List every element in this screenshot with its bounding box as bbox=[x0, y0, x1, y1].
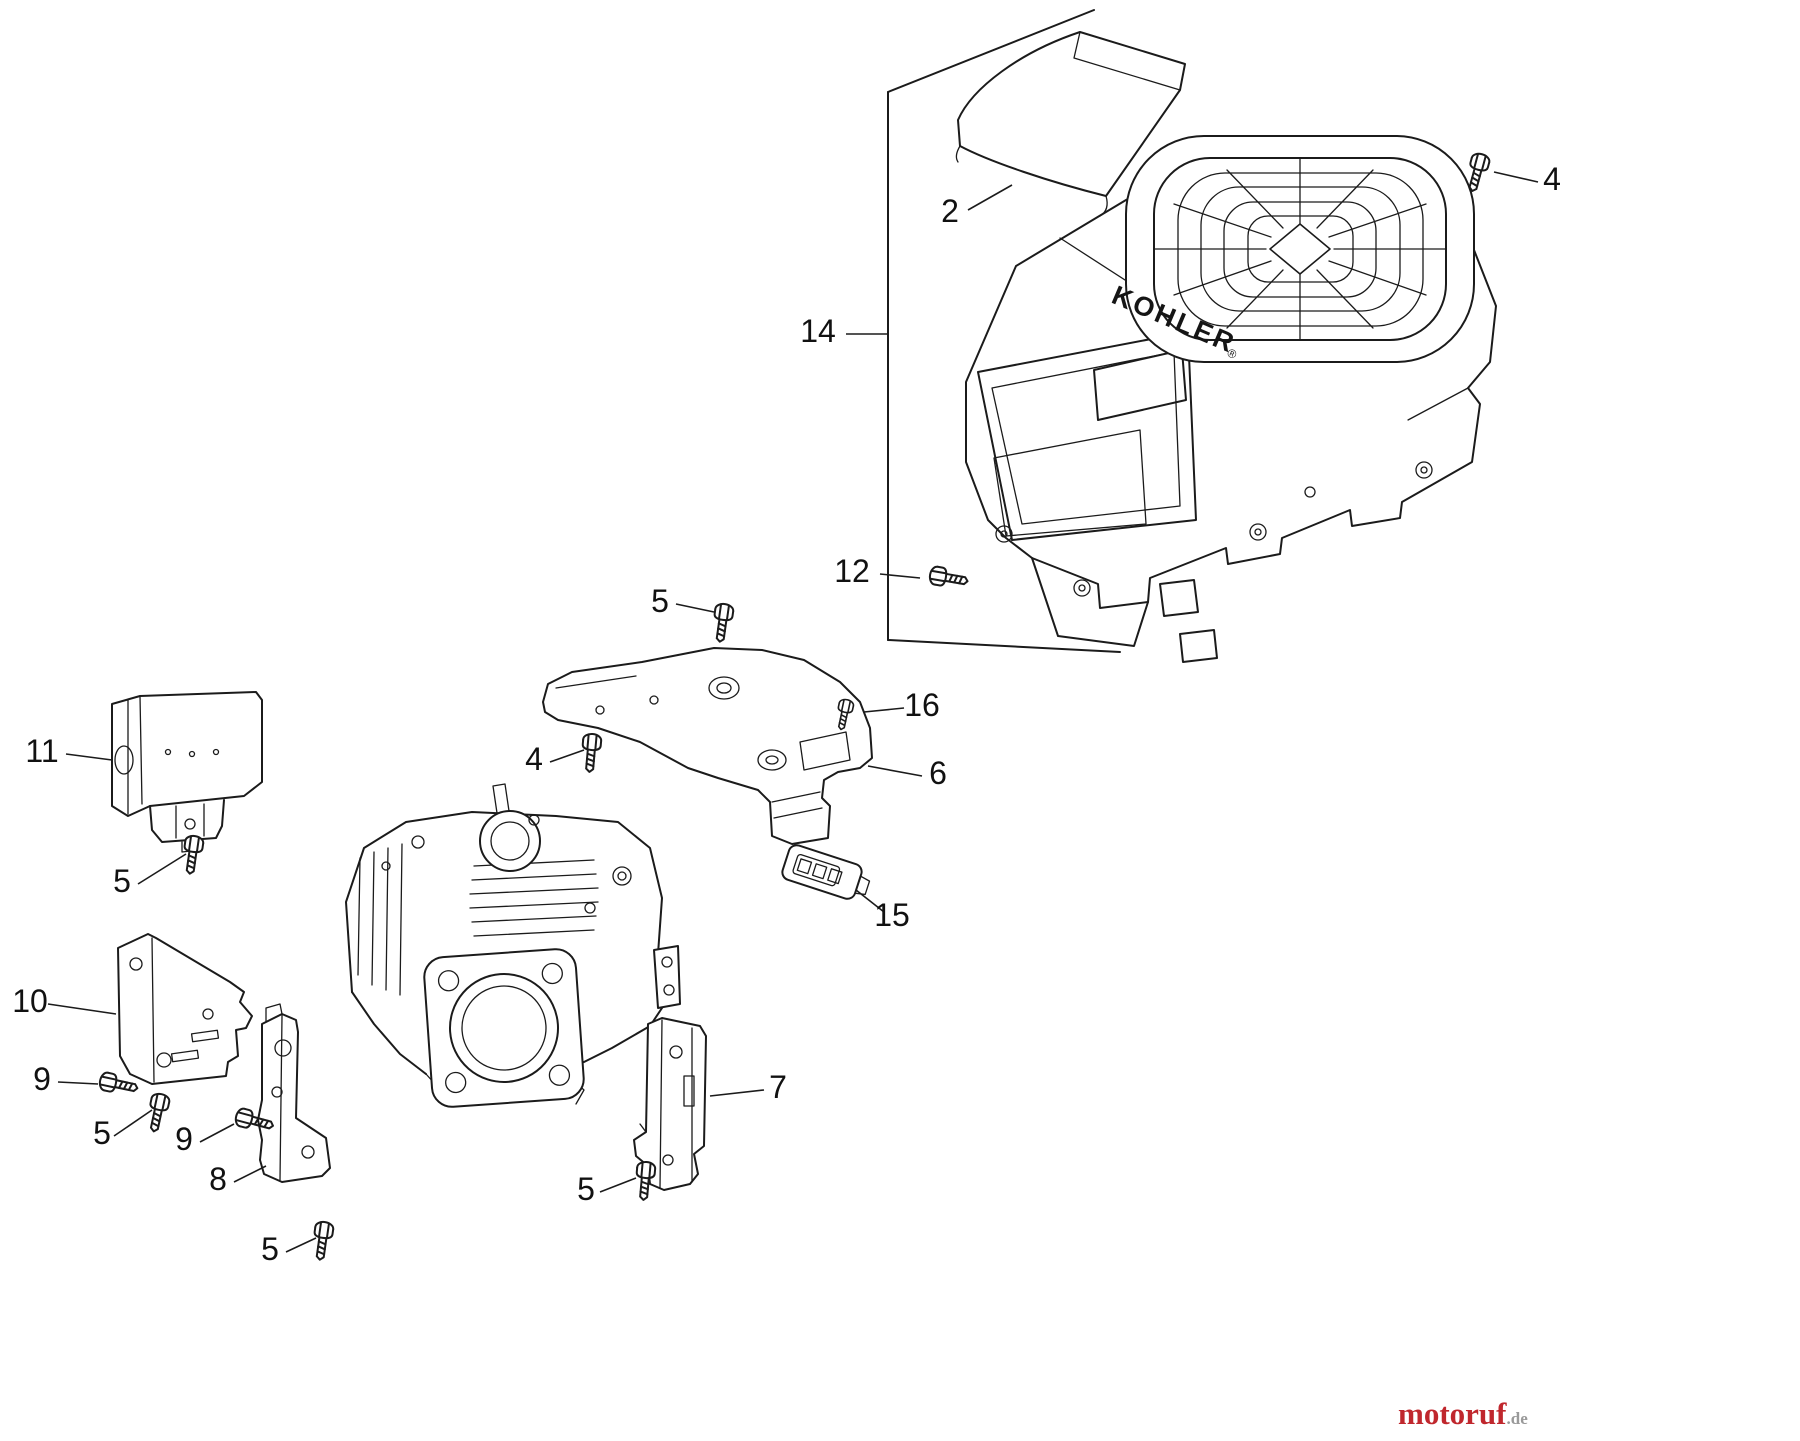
ignition-module bbox=[781, 844, 871, 900]
screw-12 bbox=[927, 564, 971, 592]
engine-block bbox=[345, 783, 681, 1108]
assembly-bracket-14 bbox=[887, 9, 1121, 653]
screw-5-top bbox=[709, 601, 736, 644]
part-label-12: 12 bbox=[834, 553, 870, 589]
baffle-6 bbox=[542, 647, 873, 845]
cylinder-fins bbox=[357, 843, 599, 996]
part-label-2: 2 bbox=[941, 193, 959, 229]
part-label-5-bottom-center: 5 bbox=[261, 1231, 279, 1267]
part-callouts: 2 4 14 12 5 16 4 6 11 5 15 10 9 5 9 8 7 … bbox=[12, 161, 1561, 1267]
part-label-5-bottom-right: 5 bbox=[577, 1171, 595, 1207]
part-label-14: 14 bbox=[800, 313, 836, 349]
part-label-5-left: 5 bbox=[113, 863, 131, 899]
watermark-brand: motoruf bbox=[1398, 1396, 1507, 1431]
bracket-7 bbox=[633, 1017, 707, 1191]
part-label-6: 6 bbox=[929, 755, 947, 791]
housing-screw-bosses bbox=[995, 461, 1433, 597]
part-label-5-mid-left: 5 bbox=[93, 1115, 111, 1151]
blower-housing: KOHLER ® bbox=[965, 135, 1497, 663]
part-label-7: 7 bbox=[769, 1069, 787, 1105]
part-label-8: 8 bbox=[209, 1161, 227, 1197]
bracket-8 bbox=[257, 1003, 331, 1183]
debris-screen-grid bbox=[1153, 157, 1447, 341]
part-label-9-center: 9 bbox=[175, 1121, 193, 1157]
watermark: motoruf.de bbox=[1398, 1396, 1528, 1432]
part-label-15: 15 bbox=[874, 897, 910, 933]
bracket-10 bbox=[117, 933, 253, 1085]
cylinder-face bbox=[423, 948, 585, 1108]
screw-5-bottom-center bbox=[309, 1219, 336, 1262]
part-label-5-top: 5 bbox=[651, 583, 669, 619]
screw-4-mid bbox=[579, 732, 603, 774]
watermark-suffix: .de bbox=[1506, 1409, 1528, 1428]
part-label-4-mid: 4 bbox=[525, 741, 543, 777]
part-label-4-top: 4 bbox=[1543, 161, 1561, 197]
housing-cover bbox=[955, 31, 1186, 217]
part-label-11: 11 bbox=[25, 733, 58, 769]
part-label-9-left: 9 bbox=[33, 1061, 51, 1097]
leader-lines bbox=[47, 171, 1539, 1253]
baffle-11 bbox=[111, 691, 263, 853]
part-label-10: 10 bbox=[12, 983, 48, 1019]
part-label-16: 16 bbox=[904, 687, 940, 723]
